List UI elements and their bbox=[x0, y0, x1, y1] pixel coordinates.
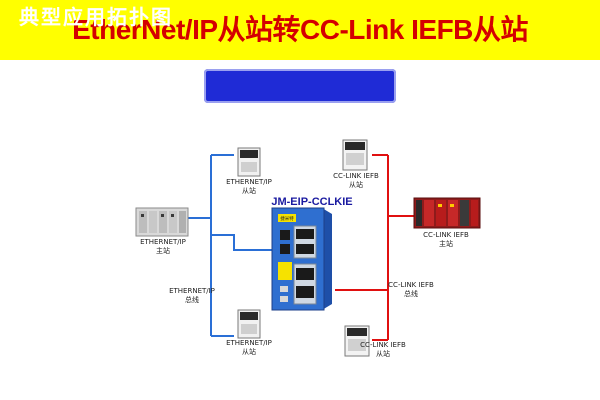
cc-slave-bottom-label: CC-LINK IEFB 从站 bbox=[358, 341, 408, 359]
eip-bus-label-line2: 总线 bbox=[185, 296, 199, 304]
subtitle: 典型应用拓扑图 bbox=[19, 5, 173, 29]
eip-link-gateway bbox=[211, 234, 280, 251]
eip-slave-bottom-label-line1: ETHERNET/IP bbox=[226, 339, 272, 347]
cc-master-label-line1: CC-LINK IEFB bbox=[423, 231, 469, 239]
cc-bus-label-line2: 总线 bbox=[404, 290, 418, 298]
cc-slave-top-device-icon bbox=[342, 139, 368, 171]
cc-slave-top-label-line2: 从站 bbox=[349, 181, 363, 189]
gateway-model-label: JM-EIP-CCLKIE bbox=[271, 196, 353, 208]
eip-slave-top-label-line2: 从站 bbox=[242, 187, 256, 195]
eip-master-label-line2: 主站 bbox=[156, 247, 170, 255]
eip-slave-top-device-icon bbox=[237, 147, 261, 177]
cc-slave-bottom-device-icon bbox=[344, 325, 370, 357]
ethernet-bus-lines bbox=[187, 154, 280, 337]
eip-master-label: ETHERNET/IP 主站 bbox=[137, 238, 189, 256]
subtitle-box bbox=[204, 69, 396, 103]
eip-slave-top-label-line1: ETHERNET/IP bbox=[226, 178, 272, 186]
cc-slave-top-label-line1: CC-LINK IEFB bbox=[333, 172, 379, 180]
cc-slave-bottom-label-line1: CC-LINK IEFB bbox=[360, 341, 406, 349]
gateway-device bbox=[271, 207, 332, 311]
eip-slave-bottom-label-line2: 从站 bbox=[242, 348, 256, 356]
eip-slave-bottom-device-icon bbox=[237, 309, 261, 339]
cclink-bus-lines bbox=[335, 154, 414, 341]
eip-bus-label-line1: ETHERNET/IP bbox=[169, 287, 215, 295]
cc-bus-label-line1: CC-LINK IEFB bbox=[388, 281, 434, 289]
eip-bus-label: ETHERNET/IP 总线 bbox=[168, 287, 216, 305]
cc-master-plc-icon bbox=[413, 197, 481, 229]
cc-master-label-line2: 主站 bbox=[439, 240, 453, 248]
cc-bus-label: CC-LINK IEFB 总线 bbox=[386, 281, 436, 299]
cc-slave-top-label: CC-LINK IEFB 从站 bbox=[332, 172, 380, 190]
cc-slave-bottom-label-line2: 从站 bbox=[376, 350, 390, 358]
gateway-brand-label: 捷米特 bbox=[280, 215, 294, 222]
page-title: EtherNet/IP从站转CC-Link IEFB从站 bbox=[72, 14, 528, 45]
eip-master-plc-icon bbox=[135, 207, 189, 237]
eip-slave-top-label: ETHERNET/IP 从站 bbox=[224, 178, 274, 196]
eip-slave-bottom-label: ETHERNET/IP 从站 bbox=[224, 339, 274, 357]
eip-master-label-line1: ETHERNET/IP bbox=[140, 238, 186, 246]
title-banner bbox=[0, 0, 600, 60]
cc-master-label: CC-LINK IEFB 主站 bbox=[420, 231, 472, 249]
